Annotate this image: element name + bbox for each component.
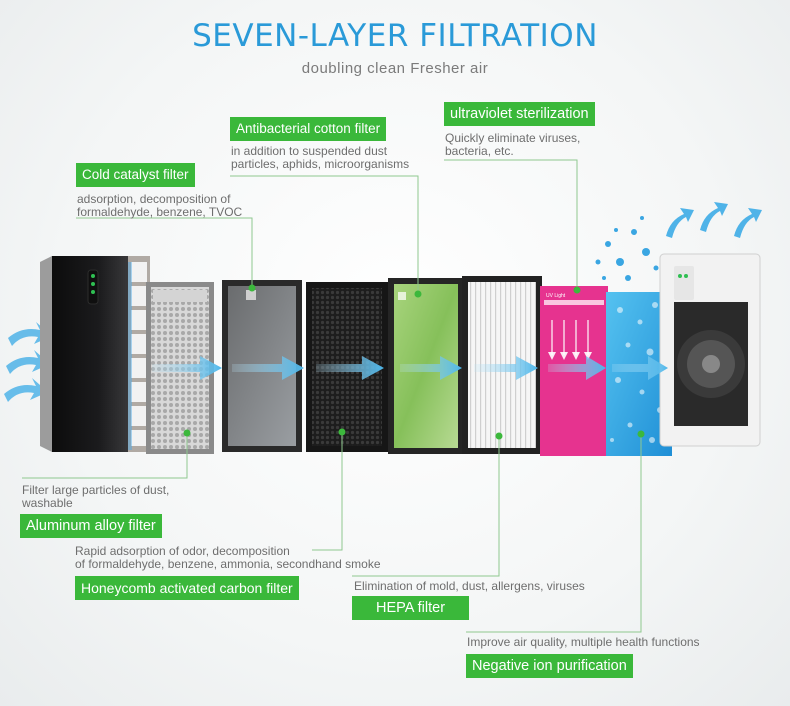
desc-line: of formaldehyde, benzene, ammonia, secon… bbox=[75, 557, 381, 571]
negative-ion-tag: Negative ion purification bbox=[466, 654, 633, 678]
uv-sterilization-desc: Quickly eliminate viruses, bacteria, etc… bbox=[445, 132, 580, 158]
desc-line: bacteria, etc. bbox=[445, 144, 514, 158]
honeycomb-carbon-filter-desc: Rapid adsorption of odor, decomposition … bbox=[75, 545, 381, 571]
page-subtitle: doubling clean Fresher air bbox=[301, 60, 489, 77]
ion-particles bbox=[595, 216, 659, 281]
cold-catalyst-filter-desc: adsorption, decomposition of formaldehyd… bbox=[77, 193, 242, 219]
desc-line: in addition to suspended dust bbox=[231, 144, 388, 158]
aluminum-filter-tag: Aluminum alloy filter bbox=[20, 514, 162, 538]
antibacterial-cotton-filter-desc: in addition to suspended dust particles,… bbox=[231, 145, 409, 171]
desc-line: Elimination of mold, dust, allergens, vi… bbox=[354, 579, 585, 593]
negative-ion-desc: Improve air quality, multiple health fun… bbox=[467, 636, 700, 649]
desc-line: washable bbox=[22, 496, 73, 510]
air-purifier-back bbox=[659, 253, 761, 447]
uv-sterilization-tag: ultraviolet sterilization bbox=[444, 102, 595, 126]
uv-light-label: UV Light bbox=[546, 293, 566, 299]
airflow-arrows bbox=[152, 356, 668, 380]
leader-dots bbox=[183, 284, 645, 440]
desc-line: adsorption, decomposition of bbox=[77, 192, 231, 206]
hepa-filter-desc: Elimination of mold, dust, allergens, vi… bbox=[354, 580, 585, 593]
hepa-filter-tag: HEPA filter bbox=[352, 596, 470, 620]
desc-line: Filter large particles of dust, bbox=[22, 483, 170, 497]
outflow-arrows bbox=[666, 202, 762, 238]
page-title: SEVEN-LAYER FILTRATION bbox=[192, 18, 598, 54]
antibacterial-cotton-filter-tag: Antibacterial cotton filter bbox=[230, 117, 387, 141]
cold-catalyst-filter-tag: Cold catalyst filter bbox=[76, 163, 195, 187]
leader-lines bbox=[22, 159, 642, 633]
honeycomb-carbon-filter-tag: Honeycomb activated carbon filter bbox=[75, 576, 299, 600]
desc-line: Quickly eliminate viruses, bbox=[445, 131, 581, 145]
air-purifier-front bbox=[40, 256, 150, 452]
desc-line: formaldehyde, benzene, TVOC bbox=[77, 205, 243, 219]
desc-line: Rapid adsorption of odor, decomposition bbox=[75, 544, 290, 558]
aluminum-filter-desc: Filter large particles of dust, washable bbox=[22, 484, 169, 510]
desc-line: Improve air quality, multiple health fun… bbox=[467, 635, 700, 649]
desc-line: particles, aphids, microorganisms bbox=[231, 157, 410, 171]
